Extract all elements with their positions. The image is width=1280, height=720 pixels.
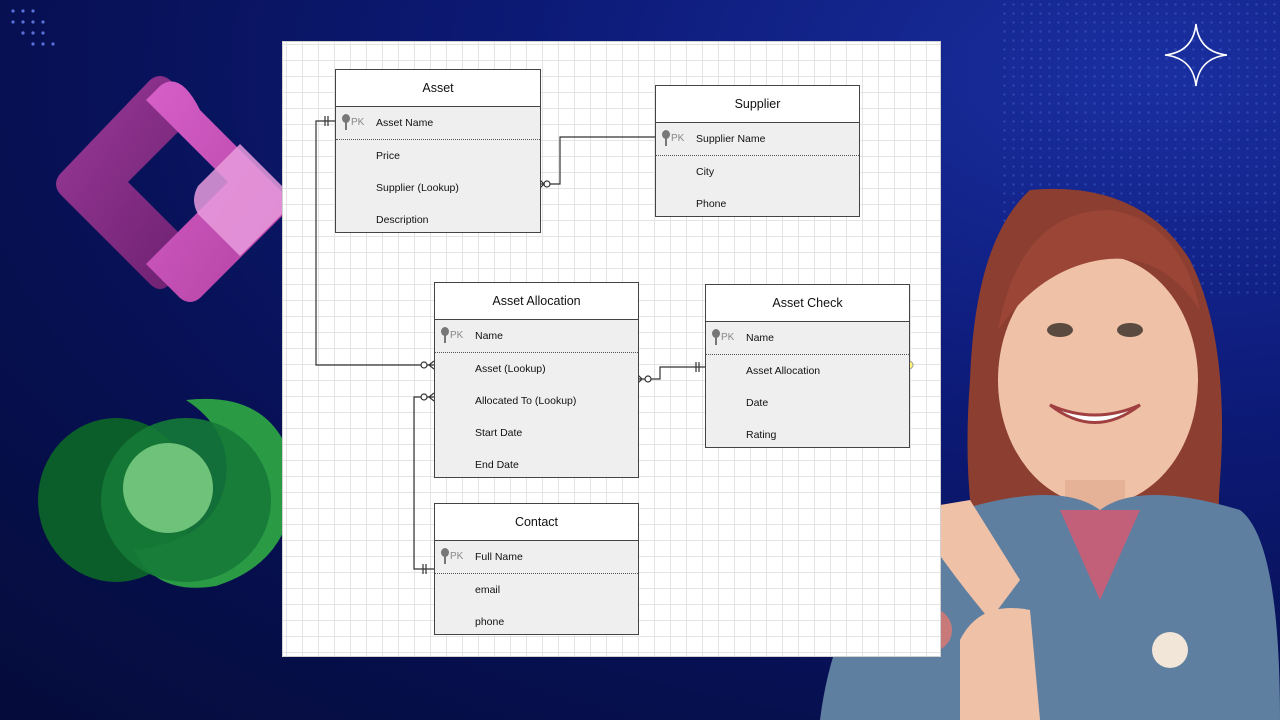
field-row: Asset Allocation [706, 355, 909, 387]
key-icon [441, 327, 449, 343]
field-name: Full Name [475, 551, 523, 563]
field-name: Phone [696, 198, 727, 210]
field-name: Description [376, 214, 429, 226]
field-row: Allocated To (Lookup) [435, 385, 638, 417]
field-row: PK Supplier Name [656, 123, 859, 156]
field-row: PK Full Name [435, 541, 638, 574]
key-icon [712, 329, 720, 345]
field-row: email [435, 574, 638, 606]
field-name: Supplier (Lookup) [376, 182, 459, 194]
field-name: Date [746, 397, 769, 409]
entity-supplier[interactable]: Supplier PK Supplier Name City Phone [655, 85, 860, 217]
field-name: Rating [746, 429, 777, 441]
entity-title: Contact [435, 504, 638, 541]
pk-label: PK [351, 116, 365, 128]
field-name: Price [376, 150, 400, 162]
field-row: Asset (Lookup) [435, 353, 638, 385]
field-name: Name [746, 332, 775, 344]
field-row: PK Name [435, 320, 638, 353]
field-row: PK Asset Name [336, 107, 540, 140]
field-name: End Date [475, 459, 519, 471]
sparkle-icon [1164, 23, 1228, 87]
field-row: Price [336, 140, 540, 172]
field-row: Rating [706, 419, 909, 451]
field-name: Start Date [475, 427, 523, 439]
entity-asset-allocation[interactable]: Asset Allocation PK Name Asset (Lookup) … [434, 282, 639, 478]
field-name: Asset (Lookup) [475, 363, 546, 375]
field-row: Description [336, 204, 540, 236]
pk-label: PK [671, 132, 685, 144]
field-name: Allocated To (Lookup) [475, 395, 577, 407]
field-row: City [656, 156, 859, 188]
key-icon [342, 114, 350, 130]
field-row: Supplier (Lookup) [336, 172, 540, 204]
field-name: phone [475, 616, 505, 628]
key-icon [662, 130, 670, 146]
entity-title: Asset Check [706, 285, 909, 322]
field-row: Date [706, 387, 909, 419]
field-name: Asset Name [376, 117, 434, 129]
field-row: Start Date [435, 417, 638, 449]
dataverse-logo [38, 398, 295, 588]
field-row: phone [435, 606, 638, 638]
entity-title: Supplier [656, 86, 859, 123]
decorative-dots [11, 9, 55, 46]
power-apps-logo [56, 76, 290, 302]
entity-asset[interactable]: Asset PK Asset Name Price Supplier (Look… [335, 69, 541, 233]
field-row: End Date [435, 449, 638, 481]
key-icon [441, 548, 449, 564]
field-row: Phone [656, 188, 859, 220]
field-name: Asset Allocation [746, 365, 821, 377]
entity-title: Asset Allocation [435, 283, 638, 320]
field-name: email [475, 584, 501, 596]
field-name: City [696, 166, 715, 178]
entity-asset-check[interactable]: Asset Check PK Name Asset Allocation Dat… [705, 284, 910, 448]
entity-contact[interactable]: Contact PK Full Name email phone [434, 503, 639, 635]
pk-label: PK [450, 329, 464, 341]
pk-label: PK [721, 331, 735, 343]
field-name: Supplier Name [696, 133, 766, 145]
pk-label: PK [450, 550, 464, 562]
field-name: Name [475, 330, 504, 342]
field-row: PK Name [706, 322, 909, 355]
entity-title: Asset [336, 70, 540, 107]
